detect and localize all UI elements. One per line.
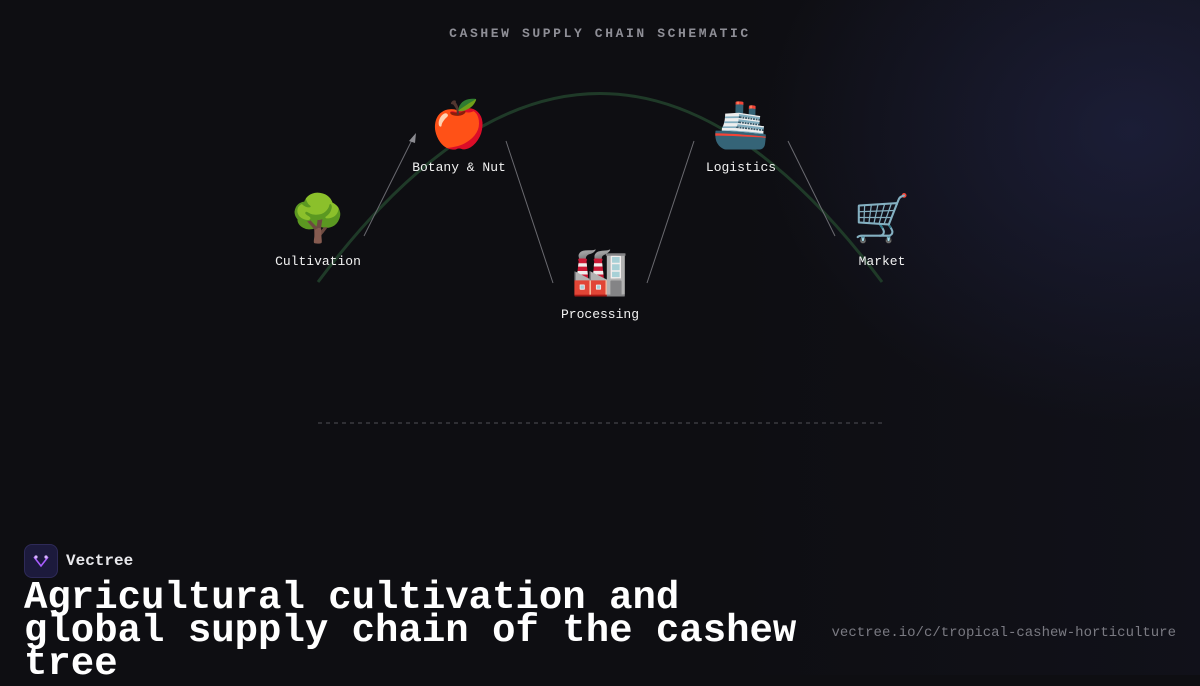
arc-path bbox=[316, 92, 884, 283]
factory-icon: 🏭 bbox=[571, 244, 629, 298]
connector-processing-logistics bbox=[646, 140, 695, 284]
apple-icon: 🍎 bbox=[430, 97, 488, 151]
node-cultivation: 🌳 Cultivation bbox=[238, 190, 398, 269]
node-label-botany-nut: Botany & Nut bbox=[412, 160, 506, 175]
node-label-logistics: Logistics bbox=[705, 160, 777, 175]
arrowhead-icon bbox=[409, 133, 416, 143]
page-url[interactable]: vectree.io/c/tropical-cashew-horticultur… bbox=[831, 625, 1176, 641]
shopping-cart-icon: 🛒 bbox=[853, 191, 911, 245]
ship-icon: 🚢 bbox=[712, 97, 770, 151]
brand-name: Vectree bbox=[66, 552, 134, 570]
brand[interactable]: Vectree bbox=[24, 544, 133, 578]
vectree-logo-icon bbox=[24, 544, 58, 578]
node-label-processing: Processing bbox=[560, 307, 639, 322]
node-logistics: 🚢 Logistics bbox=[661, 96, 821, 175]
connector-botany-processing bbox=[505, 140, 554, 284]
node-label-market: Market bbox=[858, 254, 906, 269]
node-label-cultivation: Cultivation bbox=[275, 254, 361, 269]
connector-cultivation-botany bbox=[363, 135, 415, 237]
node-botany-nut: 🍎 Botany & Nut bbox=[379, 96, 539, 175]
connector-logistics-market bbox=[787, 140, 836, 237]
tree-icon: 🌳 bbox=[289, 191, 347, 245]
node-processing: 🏭 Processing bbox=[520, 243, 680, 322]
schematic-title: CASHEW SUPPLY CHAIN SCHEMATIC bbox=[449, 26, 751, 41]
headline: Agricultural cultivation and global supp… bbox=[24, 576, 797, 686]
node-market: 🛒 Market bbox=[802, 190, 962, 269]
